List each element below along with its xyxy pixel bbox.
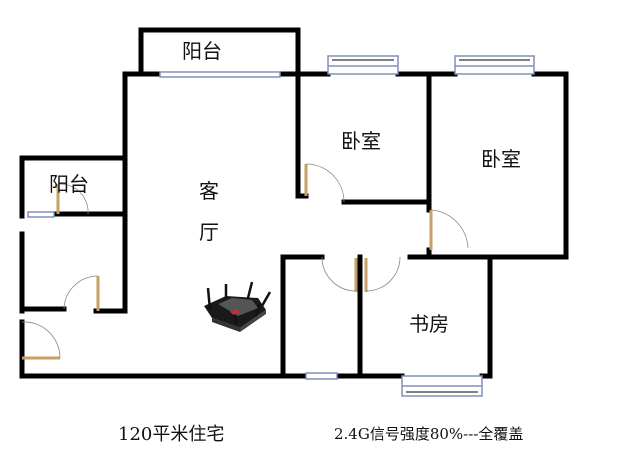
living-room-label-1: 客: [199, 179, 219, 203]
balcony-left-label: 阳台: [49, 172, 89, 196]
wifi-router-icon: [204, 281, 272, 332]
window-bedroom-1: [327, 55, 399, 75]
window-left-balcony: [27, 211, 55, 218]
walls: [19, 27, 569, 379]
balcony-top-label: 阳台: [182, 39, 222, 63]
window-bottom-small: [305, 372, 338, 380]
doors: [22, 164, 433, 360]
living-room-label-2: 厅: [199, 220, 219, 244]
area-caption: 120平米住宅: [118, 424, 225, 445]
bedroom-2-label: 卧室: [481, 147, 521, 171]
bedroom-1-label: 卧室: [341, 129, 381, 153]
door-swings: [21, 163, 469, 359]
study-label: 书房: [409, 312, 449, 336]
windows: [27, 55, 535, 397]
window-bedroom-2: [454, 55, 535, 75]
window-living-top: [159, 71, 281, 78]
signal-caption: 2.4G信号强度80%---全覆盖: [334, 425, 524, 443]
